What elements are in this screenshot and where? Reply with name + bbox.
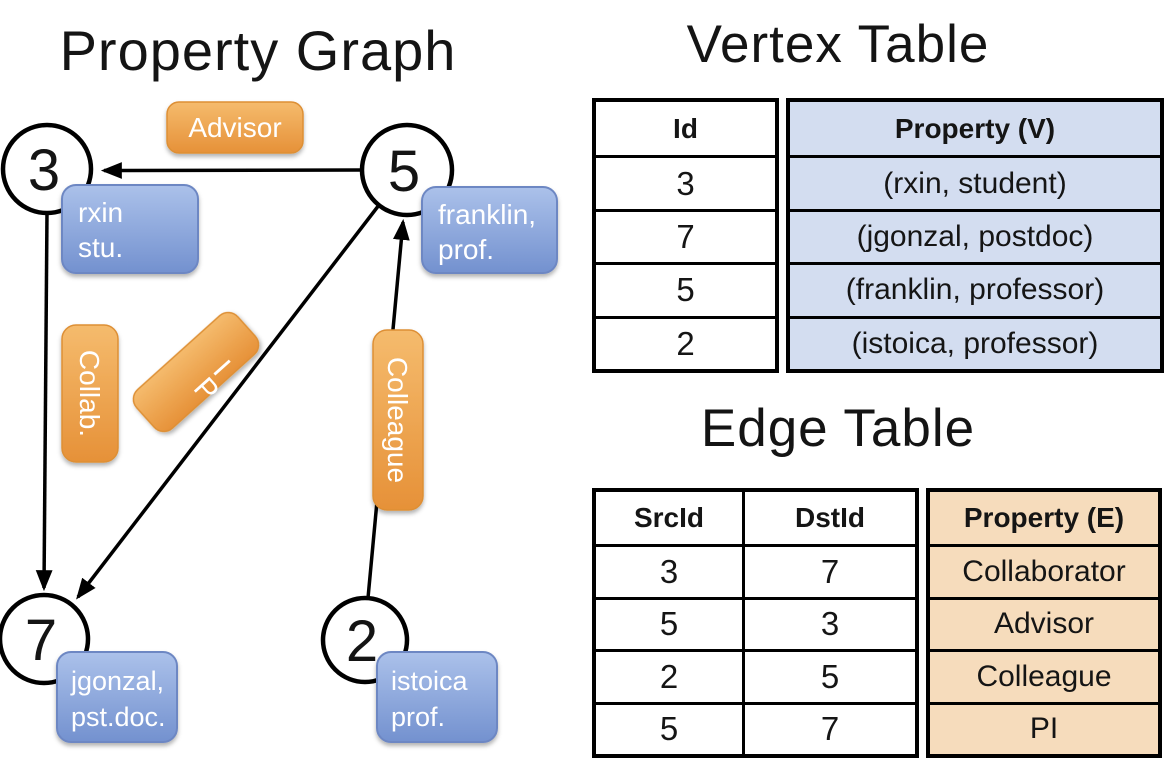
vertex-row-id: 2 <box>596 315 775 369</box>
edge-row-dst: 7 <box>742 701 915 754</box>
vertex-label-franklin-line1: franklin, <box>438 199 536 230</box>
edge-property-column: Property (E) Collaborator Advisor Collea… <box>926 488 1162 758</box>
edge-property-header: Property (E) <box>930 492 1158 545</box>
vertex-row-property: (rxin, student) <box>790 155 1160 209</box>
vertex-property-column: Property (V) (rxin, student) (jgonzal, p… <box>786 98 1164 373</box>
edge-row-src: 2 <box>596 649 742 701</box>
vertex-label-franklin-line2: prof. <box>438 234 494 265</box>
vertex-label-istoica-line2: prof. <box>391 702 445 732</box>
vertex-table-title: Vertex Table <box>686 15 990 74</box>
edge-row-dst: 5 <box>742 649 915 702</box>
vertex-row-property: (jgonzal, postdoc) <box>790 208 1160 263</box>
edge-row-property: Advisor <box>930 596 1158 650</box>
edge-srcid-header: SrcId <box>633 502 705 534</box>
vertex-row-id: 3 <box>596 155 775 208</box>
vertex-id-column: Id 3 7 5 2 <box>592 98 779 373</box>
edge-3-to-7-arrow <box>35 211 53 592</box>
edge-row-src: 5 <box>596 596 742 649</box>
vertex-row-property: (istoica, professor) <box>790 315 1160 369</box>
vertex-label-rxin-line1: rxin <box>78 197 123 228</box>
edge-row-property: Collaborator <box>930 544 1158 597</box>
edge-id-columns: SrcId DstId 3 7 5 3 2 5 5 7 <box>592 488 919 758</box>
vertex-id-header: Id <box>673 112 698 144</box>
vertex-row-property: (franklin, professor) <box>790 262 1160 316</box>
edge-table: SrcId DstId 3 7 5 3 2 5 5 7 Property (E)… <box>592 488 1162 758</box>
vertex-label-rxin-line2: stu. <box>78 232 123 263</box>
edge-table-title: Edge Table <box>700 399 976 458</box>
node-id-5: 5 <box>388 139 420 204</box>
graph-canvas: Property Graph 3 5 7 2 Advisor Collab. P… <box>0 19 558 743</box>
vertex-row-id: 5 <box>596 262 775 315</box>
vertex-label-istoica-line1: istoica <box>391 666 469 696</box>
edge-5-to-7-arrow <box>76 203 381 600</box>
vertex-label-jgonzal: jgonzal, pst.doc. <box>56 651 178 743</box>
edge-row-property: PI <box>930 701 1158 754</box>
edge-dstid-header: DstId <box>742 492 915 545</box>
edge-row-dst: 7 <box>742 544 915 597</box>
vertex-property-header: Property (V) <box>790 102 1160 156</box>
node-id-2: 2 <box>346 609 378 674</box>
edge-label-collab-text: Collab. <box>74 350 105 437</box>
vertex-row-id: 7 <box>596 208 775 262</box>
vertex-label-franklin: franklin, prof. <box>421 186 558 274</box>
edge-5-to-3-arrow <box>100 162 363 179</box>
edge-row-src: 3 <box>596 544 742 596</box>
edge-label-advisor: Advisor <box>166 101 304 154</box>
edge-label-advisor-text: Advisor <box>188 112 281 143</box>
vertex-label-jgonzal-line2: pst.doc. <box>71 702 166 732</box>
vertex-table: Id 3 7 5 2 Property (V) (rxin, student) … <box>592 98 1164 373</box>
edge-label-collab: Collab. <box>61 324 119 463</box>
graph-title: Property Graph <box>60 19 457 82</box>
vertex-label-istoica: istoica prof. <box>376 651 498 743</box>
edge-row-dst: 3 <box>742 596 915 650</box>
node-id-7: 7 <box>25 608 57 673</box>
edge-label-colleague-text: Colleague <box>382 357 413 483</box>
node-id-3: 3 <box>28 138 60 203</box>
vertex-label-jgonzal-line1: jgonzal, <box>70 666 164 696</box>
edge-row-src: 5 <box>596 701 742 754</box>
edge-label-colleague: Colleague <box>372 329 424 511</box>
vertex-label-rxin: rxin stu. <box>61 184 199 274</box>
edge-row-property: Colleague <box>930 649 1158 702</box>
